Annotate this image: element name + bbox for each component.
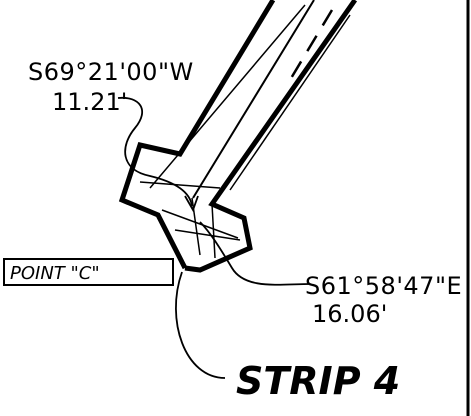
inner-line-5 <box>174 229 241 241</box>
point-c-label: POINT "C" <box>10 263 100 284</box>
inner-line-7 <box>211 203 216 259</box>
strip-centerline <box>192 0 315 199</box>
bearing-label-upper: S69°21'00"W <box>28 58 194 86</box>
bearing-label-lower: S61°58'47"E <box>305 272 462 300</box>
distance-label-upper: 11.21' <box>52 88 127 116</box>
distance-label-lower: 16.06' <box>312 300 387 328</box>
leader-strip <box>175 271 226 379</box>
leader-lower-bearing <box>199 221 311 286</box>
inner-line-6 <box>191 197 201 256</box>
strip-label: STRIP 4 <box>236 359 400 403</box>
inner-line-3 <box>139 181 221 189</box>
strip-boundary-east <box>184 0 358 273</box>
point-c-box <box>3 258 174 286</box>
strip-boundary-west <box>118 0 276 270</box>
leader-upper-bearing <box>117 97 193 207</box>
inner-line-4 <box>161 209 239 239</box>
inner-line-2 <box>229 14 351 191</box>
leader-arrow-upper <box>184 195 199 213</box>
inner-line-1 <box>149 4 306 189</box>
strip-centerline-dashed <box>288 9 334 81</box>
